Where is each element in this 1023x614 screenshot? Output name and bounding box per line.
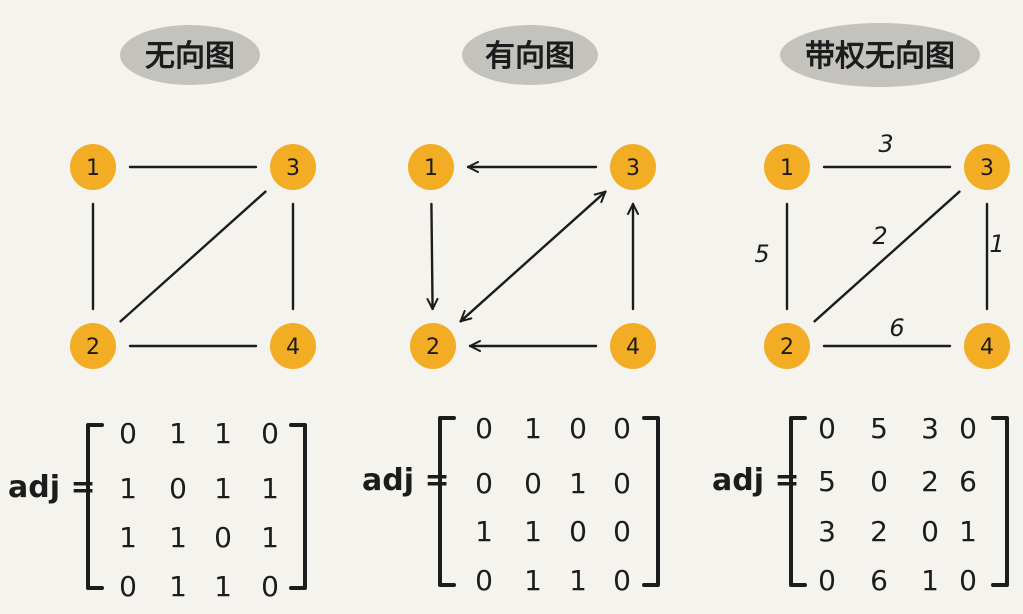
panel-3-node-label-2: 2: [780, 335, 794, 360]
panel-1-matrix-cell-3-1: 1: [169, 570, 187, 603]
panel-1-node-label-1: 1: [86, 156, 100, 181]
panel-2-node-2: [410, 323, 456, 369]
panel-1-matrix-cell-1-1: 0: [169, 472, 187, 505]
panel-3-weight-3-4: 1: [989, 230, 1004, 258]
panel-3-node-2: [764, 323, 810, 369]
panel-2-title-bg: [462, 25, 598, 85]
panel-2-matrix-left-bracket: [438, 416, 456, 587]
panel-2-node-label-2: 2: [426, 335, 440, 360]
panel-1-title-bg: [120, 25, 260, 85]
panel-1-matrix-cell-0-3: 0: [261, 417, 279, 450]
panel-1-matrix-cell-0-1: 1: [169, 417, 187, 450]
panel-2-edge-1-2: [426, 202, 439, 311]
panel-1-matrix-cell-2-1: 1: [169, 521, 187, 554]
panel-3-matrix-cell-3-3: 0: [959, 564, 977, 597]
panel-3-edge-2-3: [813, 190, 961, 323]
panel-1-node-4: [270, 323, 316, 369]
panel-2-matrix-cell-2-2: 0: [569, 515, 587, 548]
panel-1-node-label-3: 3: [286, 156, 300, 181]
panel-1-matrix-cell-0-0: 0: [119, 417, 137, 450]
panel-1-matrix-cell-1-0: 1: [119, 472, 137, 505]
panel-2-node-label-1: 1: [424, 156, 438, 181]
panel-3-node-label-4: 4: [980, 335, 994, 360]
panel-2-edge-2-3: [459, 190, 607, 323]
panel-1-matrix-right-bracket: [289, 423, 307, 590]
panel-2-node-label-3: 3: [626, 156, 640, 181]
panel-2-matrix-cell-1-0: 0: [475, 467, 493, 500]
panel-2-node-4: [610, 323, 656, 369]
panel-1-node-1: [70, 144, 116, 190]
panel-3-matrix-cell-3-1: 6: [870, 564, 888, 597]
panel-2-matrix-cell-3-1: 1: [524, 564, 542, 597]
panel-3-matrix-right-bracket: [991, 416, 1009, 587]
panel-3-matrix-cell-2-0: 3: [818, 515, 836, 548]
panel-3-matrix-cell-0-3: 0: [959, 412, 977, 445]
panel-3-weight-1-3: 3: [878, 130, 893, 158]
panel-1-matrix-cell-3-3: 0: [261, 570, 279, 603]
panel-2-matrix-cell-2-0: 1: [475, 515, 493, 548]
panel-2-node-label-4: 4: [626, 335, 640, 360]
panel-3-matrix-cell-0-2: 3: [921, 412, 939, 445]
panel-3-matrix-cell-1-2: 2: [921, 465, 939, 498]
panel-1-matrix-cell-0-2: 1: [214, 417, 232, 450]
panel-3-matrix-cell-3-0: 0: [818, 564, 836, 597]
panel-3-matrix-cell-0-0: 0: [818, 412, 836, 445]
panel-2-matrix-cell-3-0: 0: [475, 564, 493, 597]
panel-3-title-bg: [780, 23, 980, 87]
panel-1-matrix-cell-3-0: 0: [119, 570, 137, 603]
panel-1-node-label-4: 4: [286, 335, 300, 360]
panel-2-matrix-cell-2-3: 0: [613, 515, 631, 548]
panel-2-adj-label: adj =: [362, 463, 450, 498]
panel-1-matrix-cell-2-0: 1: [119, 521, 137, 554]
panel-3-node-4: [964, 323, 1010, 369]
panel-3-matrix-cell-1-1: 0: [870, 465, 888, 498]
panel-1-node-label-2: 2: [86, 335, 100, 360]
panel-1-matrix-cell-1-3: 1: [261, 472, 279, 505]
panel-3-adj-label: adj =: [712, 463, 800, 498]
panel-2-matrix-cell-3-3: 0: [613, 564, 631, 597]
panel-2-matrix-cell-1-2: 1: [569, 467, 587, 500]
panel-2-matrix-cell-0-0: 0: [475, 412, 493, 445]
panel-2-matrix-cell-0-2: 0: [569, 412, 587, 445]
panel-2-matrix-cell-1-3: 0: [613, 467, 631, 500]
panel-3-matrix-left-bracket: [789, 416, 807, 587]
panel-3-matrix-cell-3-2: 1: [921, 564, 939, 597]
panel-3-node-1: [764, 144, 810, 190]
panel-1-title: 无向图: [145, 39, 235, 74]
panel-3-matrix-cell-2-2: 0: [921, 515, 939, 548]
panel-2-matrix-cell-0-3: 0: [613, 412, 631, 445]
panel-3-matrix-cell-1-3: 6: [959, 465, 977, 498]
panel-1-adj-label: adj =: [8, 470, 96, 505]
panel-3-node-label-3: 3: [980, 156, 994, 181]
panel-3-weight-2-4: 6: [889, 314, 904, 342]
panel-3-weight-2-3: 2: [872, 222, 887, 250]
panel-1-node-2: [70, 323, 116, 369]
panel-2-node-1: [408, 144, 454, 190]
panel-1-edge-2-3: [119, 190, 267, 323]
panel-2-matrix-cell-0-1: 1: [524, 412, 542, 445]
panel-2-matrix-right-bracket: [642, 416, 660, 587]
panel-1-matrix-cell-3-2: 1: [214, 570, 232, 603]
panel-3-weight-1-2: 5: [754, 240, 769, 268]
panel-1-matrix-cell-1-2: 1: [214, 472, 232, 505]
panel-1-matrix-cell-2-2: 0: [214, 521, 232, 554]
panel-2-matrix-cell-3-2: 1: [569, 564, 587, 597]
panel-2-matrix-cell-2-1: 1: [524, 515, 542, 548]
panel-1-node-3: [270, 144, 316, 190]
panel-3-matrix-cell-2-1: 2: [870, 515, 888, 548]
panel-3-matrix-cell-1-0: 5: [818, 465, 836, 498]
panel-3-node-3: [964, 144, 1010, 190]
panel-2-node-3: [610, 144, 656, 190]
panel-3-node-label-1: 1: [780, 156, 794, 181]
panel-3-matrix-cell-0-1: 5: [870, 412, 888, 445]
panel-2-matrix-cell-1-1: 0: [524, 467, 542, 500]
panel-1-matrix-cell-2-3: 1: [261, 521, 279, 554]
panel-1-matrix-left-bracket: [86, 423, 104, 590]
panel-3-title: 带权无向图: [805, 39, 955, 74]
panel-3-matrix-cell-2-3: 1: [959, 515, 977, 548]
panel-2-title: 有向图: [485, 39, 575, 74]
